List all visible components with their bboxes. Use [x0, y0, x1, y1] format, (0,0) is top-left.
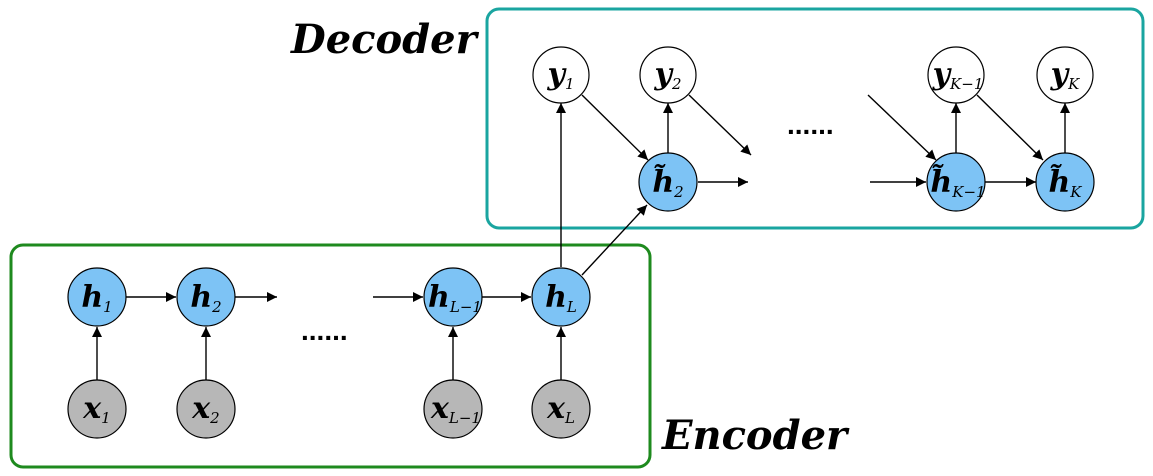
- node-yk1-label: yK−1: [932, 57, 984, 93]
- node-x2-label: x2: [191, 391, 219, 427]
- node-h1-sub: 1: [103, 298, 113, 316]
- node-hktilde-main: h̃: [1048, 165, 1070, 200]
- encoder-input-nodes: x1 x2 xL−1 xL: [67, 379, 591, 439]
- node-y1-label: y1: [547, 57, 575, 93]
- node-h2-circle: [176, 267, 236, 327]
- encoder-hidden-nodes: h1 h2 hL−1 hL: [67, 267, 591, 327]
- node-hk1tilde-main: h̃: [930, 165, 952, 200]
- node-x2-main: x: [191, 391, 211, 426]
- node-h2-main: h: [190, 280, 212, 315]
- node-hk1tilde: h̃K−1: [926, 152, 986, 212]
- node-h2: h2: [176, 267, 236, 327]
- node-hl1-sub: L−1: [449, 298, 482, 316]
- node-h2tilde-label: h̃2: [652, 165, 683, 201]
- node-hl1: hL−1: [423, 267, 483, 327]
- node-hk1tilde-sub: K−1: [951, 183, 985, 201]
- edges: [92, 94, 1070, 380]
- node-h2tilde: h̃2: [638, 152, 698, 212]
- node-xl1: xL−1: [423, 379, 483, 439]
- node-xl: xL: [531, 379, 591, 439]
- node-y2-main: y: [654, 57, 675, 92]
- node-hktilde: h̃K: [1035, 152, 1095, 212]
- node-x1-sub: 1: [101, 409, 111, 427]
- decoder-output-nodes: y1 y2 yK−1 yK: [532, 46, 1094, 104]
- node-hl1-main: h: [428, 280, 450, 315]
- node-h2tilde-circle: [638, 152, 698, 212]
- node-hktilde-label: h̃K: [1048, 165, 1082, 201]
- node-h1-main: h: [81, 280, 103, 315]
- node-yk-sub: K: [1067, 75, 1080, 93]
- node-h2tilde-main: h̃: [652, 165, 674, 200]
- node-yk1-circle: [927, 46, 985, 104]
- encoder-box: [9, 243, 652, 469]
- node-hl: hL: [531, 267, 591, 327]
- decoder-hidden-nodes: h̃2 h̃K−1 h̃K: [638, 152, 1095, 212]
- decoder-box: [485, 7, 1145, 230]
- node-h2-label: h2: [190, 280, 221, 316]
- node-xl-label: xL: [546, 391, 575, 427]
- node-x2-sub: 2: [209, 409, 220, 427]
- node-h2tilde-sub: 2: [673, 183, 684, 201]
- node-x1-circle: [67, 379, 127, 439]
- node-y2-circle: [639, 46, 697, 104]
- node-hl-circle: [531, 267, 591, 327]
- node-hk1tilde-label: h̃K−1: [930, 165, 985, 201]
- node-xl1-main: x: [430, 391, 450, 426]
- node-x1-main: x: [82, 391, 102, 426]
- node-y2: y2: [639, 46, 697, 104]
- node-h2-sub: 2: [211, 298, 222, 316]
- node-hl1-circle: [423, 267, 483, 327]
- node-hl-main: h: [545, 280, 567, 315]
- node-h1-circle: [67, 267, 127, 327]
- node-hktilde-circle: [1035, 152, 1095, 212]
- node-xl1-label: xL−1: [430, 391, 481, 427]
- node-yk1-main: y: [932, 57, 953, 92]
- node-yk1: yK−1: [927, 46, 985, 104]
- node-y2-label: y2: [654, 57, 682, 93]
- edge-hl-h2tilde: [581, 204, 648, 276]
- node-yk-circle: [1036, 46, 1094, 104]
- encoder-label: Encoder: [661, 412, 850, 459]
- node-yk-main: y: [1050, 57, 1071, 92]
- node-y1-sub: 1: [565, 75, 575, 93]
- node-xl1-sub: L−1: [448, 409, 481, 427]
- node-hktilde-sub: K: [1069, 183, 1082, 201]
- node-yk-label: yK: [1050, 57, 1080, 93]
- edge-in-hk1tilde-diag: [867, 94, 937, 161]
- node-x2: x2: [176, 379, 236, 439]
- edge-y2-out: [688, 94, 752, 156]
- node-yk1-sub: K−1: [949, 75, 983, 93]
- edge-y1-h2tilde: [581, 94, 649, 161]
- edge-yk1-hktilde: [976, 94, 1044, 161]
- decoder-label: Decoder: [290, 16, 480, 63]
- node-y1-main: y: [547, 57, 568, 92]
- node-x1-label: x1: [82, 391, 110, 427]
- node-hl-sub: L: [566, 298, 577, 316]
- node-hl-label: hL: [545, 280, 577, 316]
- node-hk1tilde-circle: [926, 152, 986, 212]
- node-xl-circle: [531, 379, 591, 439]
- node-xl-main: x: [546, 391, 566, 426]
- node-y1-circle: [532, 46, 590, 104]
- node-xl1-circle: [423, 379, 483, 439]
- node-x1: x1: [67, 379, 127, 439]
- node-x2-circle: [176, 379, 236, 439]
- node-h1-label: h1: [81, 280, 112, 316]
- encoder-ellipsis: ......: [301, 315, 348, 346]
- node-y1: y1: [532, 46, 590, 104]
- node-hl1-label: hL−1: [428, 280, 482, 316]
- node-yk: yK: [1036, 46, 1094, 104]
- node-y2-sub: 2: [671, 75, 682, 93]
- decoder-ellipsis: ......: [787, 109, 834, 140]
- node-h1: h1: [67, 267, 127, 327]
- node-xl-sub: L: [564, 409, 575, 427]
